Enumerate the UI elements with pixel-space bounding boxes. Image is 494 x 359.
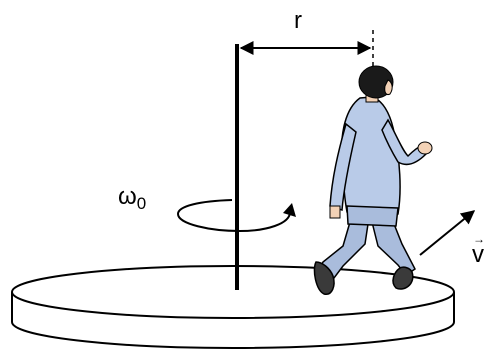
circular-arrow-icon — [176, 199, 296, 233]
svg-text:→: → — [473, 232, 485, 246]
radius-label: r — [294, 7, 302, 34]
left-shoe — [313, 261, 335, 295]
radius-dimension: r — [239, 7, 374, 72]
svg-text:v: v — [472, 241, 484, 268]
right-shoe — [392, 266, 414, 290]
omega-label: ω0 — [118, 183, 146, 213]
velocity-arrow — [419, 210, 476, 256]
platform — [11, 265, 455, 349]
platform-top — [11, 265, 455, 319]
walking-person-icon — [313, 65, 433, 295]
velocity-label: v → — [472, 232, 485, 268]
